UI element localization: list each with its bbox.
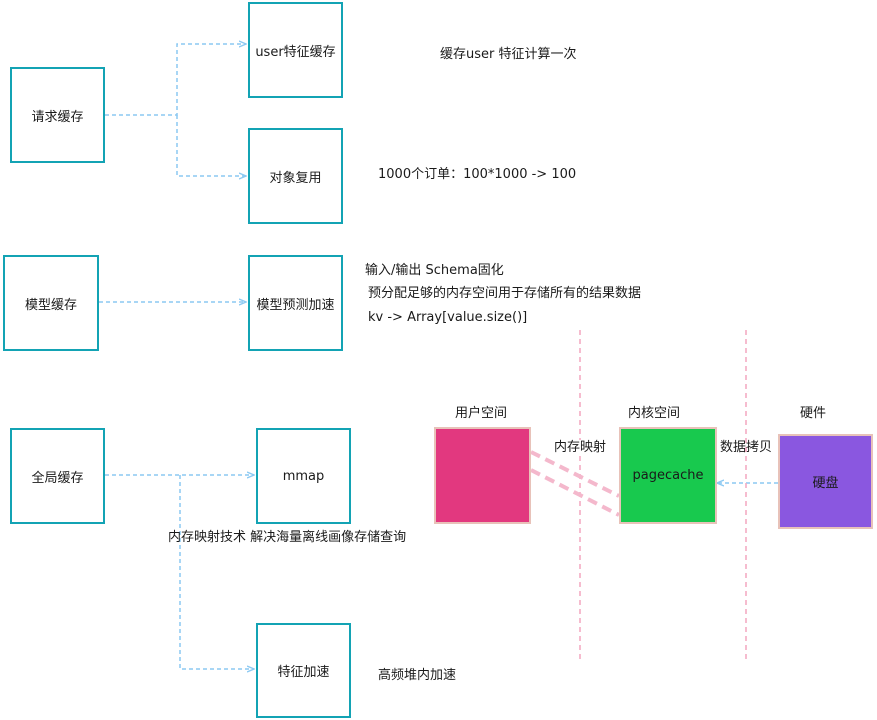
disk-label: 硬盘 [812, 476, 839, 491]
arrow-global-to-feature-accel [179, 475, 254, 669]
kernel-space-label: 内核空间 [628, 406, 681, 421]
note-mmap-desc: 内存映射技术 解决海量离线画像存储查询 [168, 530, 407, 545]
model-predict-accel-node: 模型预测加速 [248, 255, 343, 351]
hardware-label: 硬件 [800, 406, 827, 421]
feature-accel-node: 特征加速 [256, 623, 351, 718]
note-kv-array: kv -> Array[value.size()] [368, 310, 528, 325]
mmap-node: mmap [256, 428, 351, 524]
user-feature-cache-label: user特征缓存 [255, 44, 336, 60]
user-space-label: 用户空间 [455, 406, 508, 421]
note-user-feature-once: 缓存user 特征计算一次 [440, 47, 577, 62]
user-feature-cache-node: user特征缓存 [248, 2, 343, 98]
global-cache-label: 全局缓存 [31, 470, 84, 486]
note-schema-fixed: 输入/输出 Schema固化 [365, 263, 504, 278]
model-cache-label: 模型缓存 [24, 297, 77, 313]
mmap-label: mmap [282, 468, 325, 484]
mem-map-label: 内存映射 [554, 440, 607, 456]
pagecache-label: pagecache [632, 468, 704, 483]
global-cache-node: 全局缓存 [10, 428, 105, 524]
arrow-request-to-user-feature [105, 44, 246, 116]
object-reuse-node: 对象复用 [248, 128, 343, 224]
model-cache-node: 模型缓存 [3, 255, 99, 351]
disk-block: 硬盘 [778, 434, 873, 529]
object-reuse-label: 对象复用 [269, 170, 322, 186]
mem-map-band-top [530, 450, 620, 498]
request-cache-node: 请求缓存 [10, 67, 105, 163]
note-prealloc: 预分配足够的内存空间用于存储所有的结果数据 [368, 286, 642, 301]
note-orders: 1000个订单：100*1000 -> 100 [378, 167, 577, 182]
user-space-block [434, 427, 531, 524]
note-heap-accel: 高频堆内加速 [378, 668, 457, 683]
pagecache-block: pagecache [619, 427, 717, 524]
feature-accel-label: 特征加速 [277, 665, 330, 680]
arrow-request-to-object-reuse [176, 115, 246, 176]
data-copy-label: 数据拷贝 [720, 440, 773, 455]
mem-map-band-bottom [530, 468, 620, 517]
request-cache-label: 请求缓存 [31, 109, 84, 125]
model-predict-accel-label: 模型预测加速 [256, 297, 335, 313]
